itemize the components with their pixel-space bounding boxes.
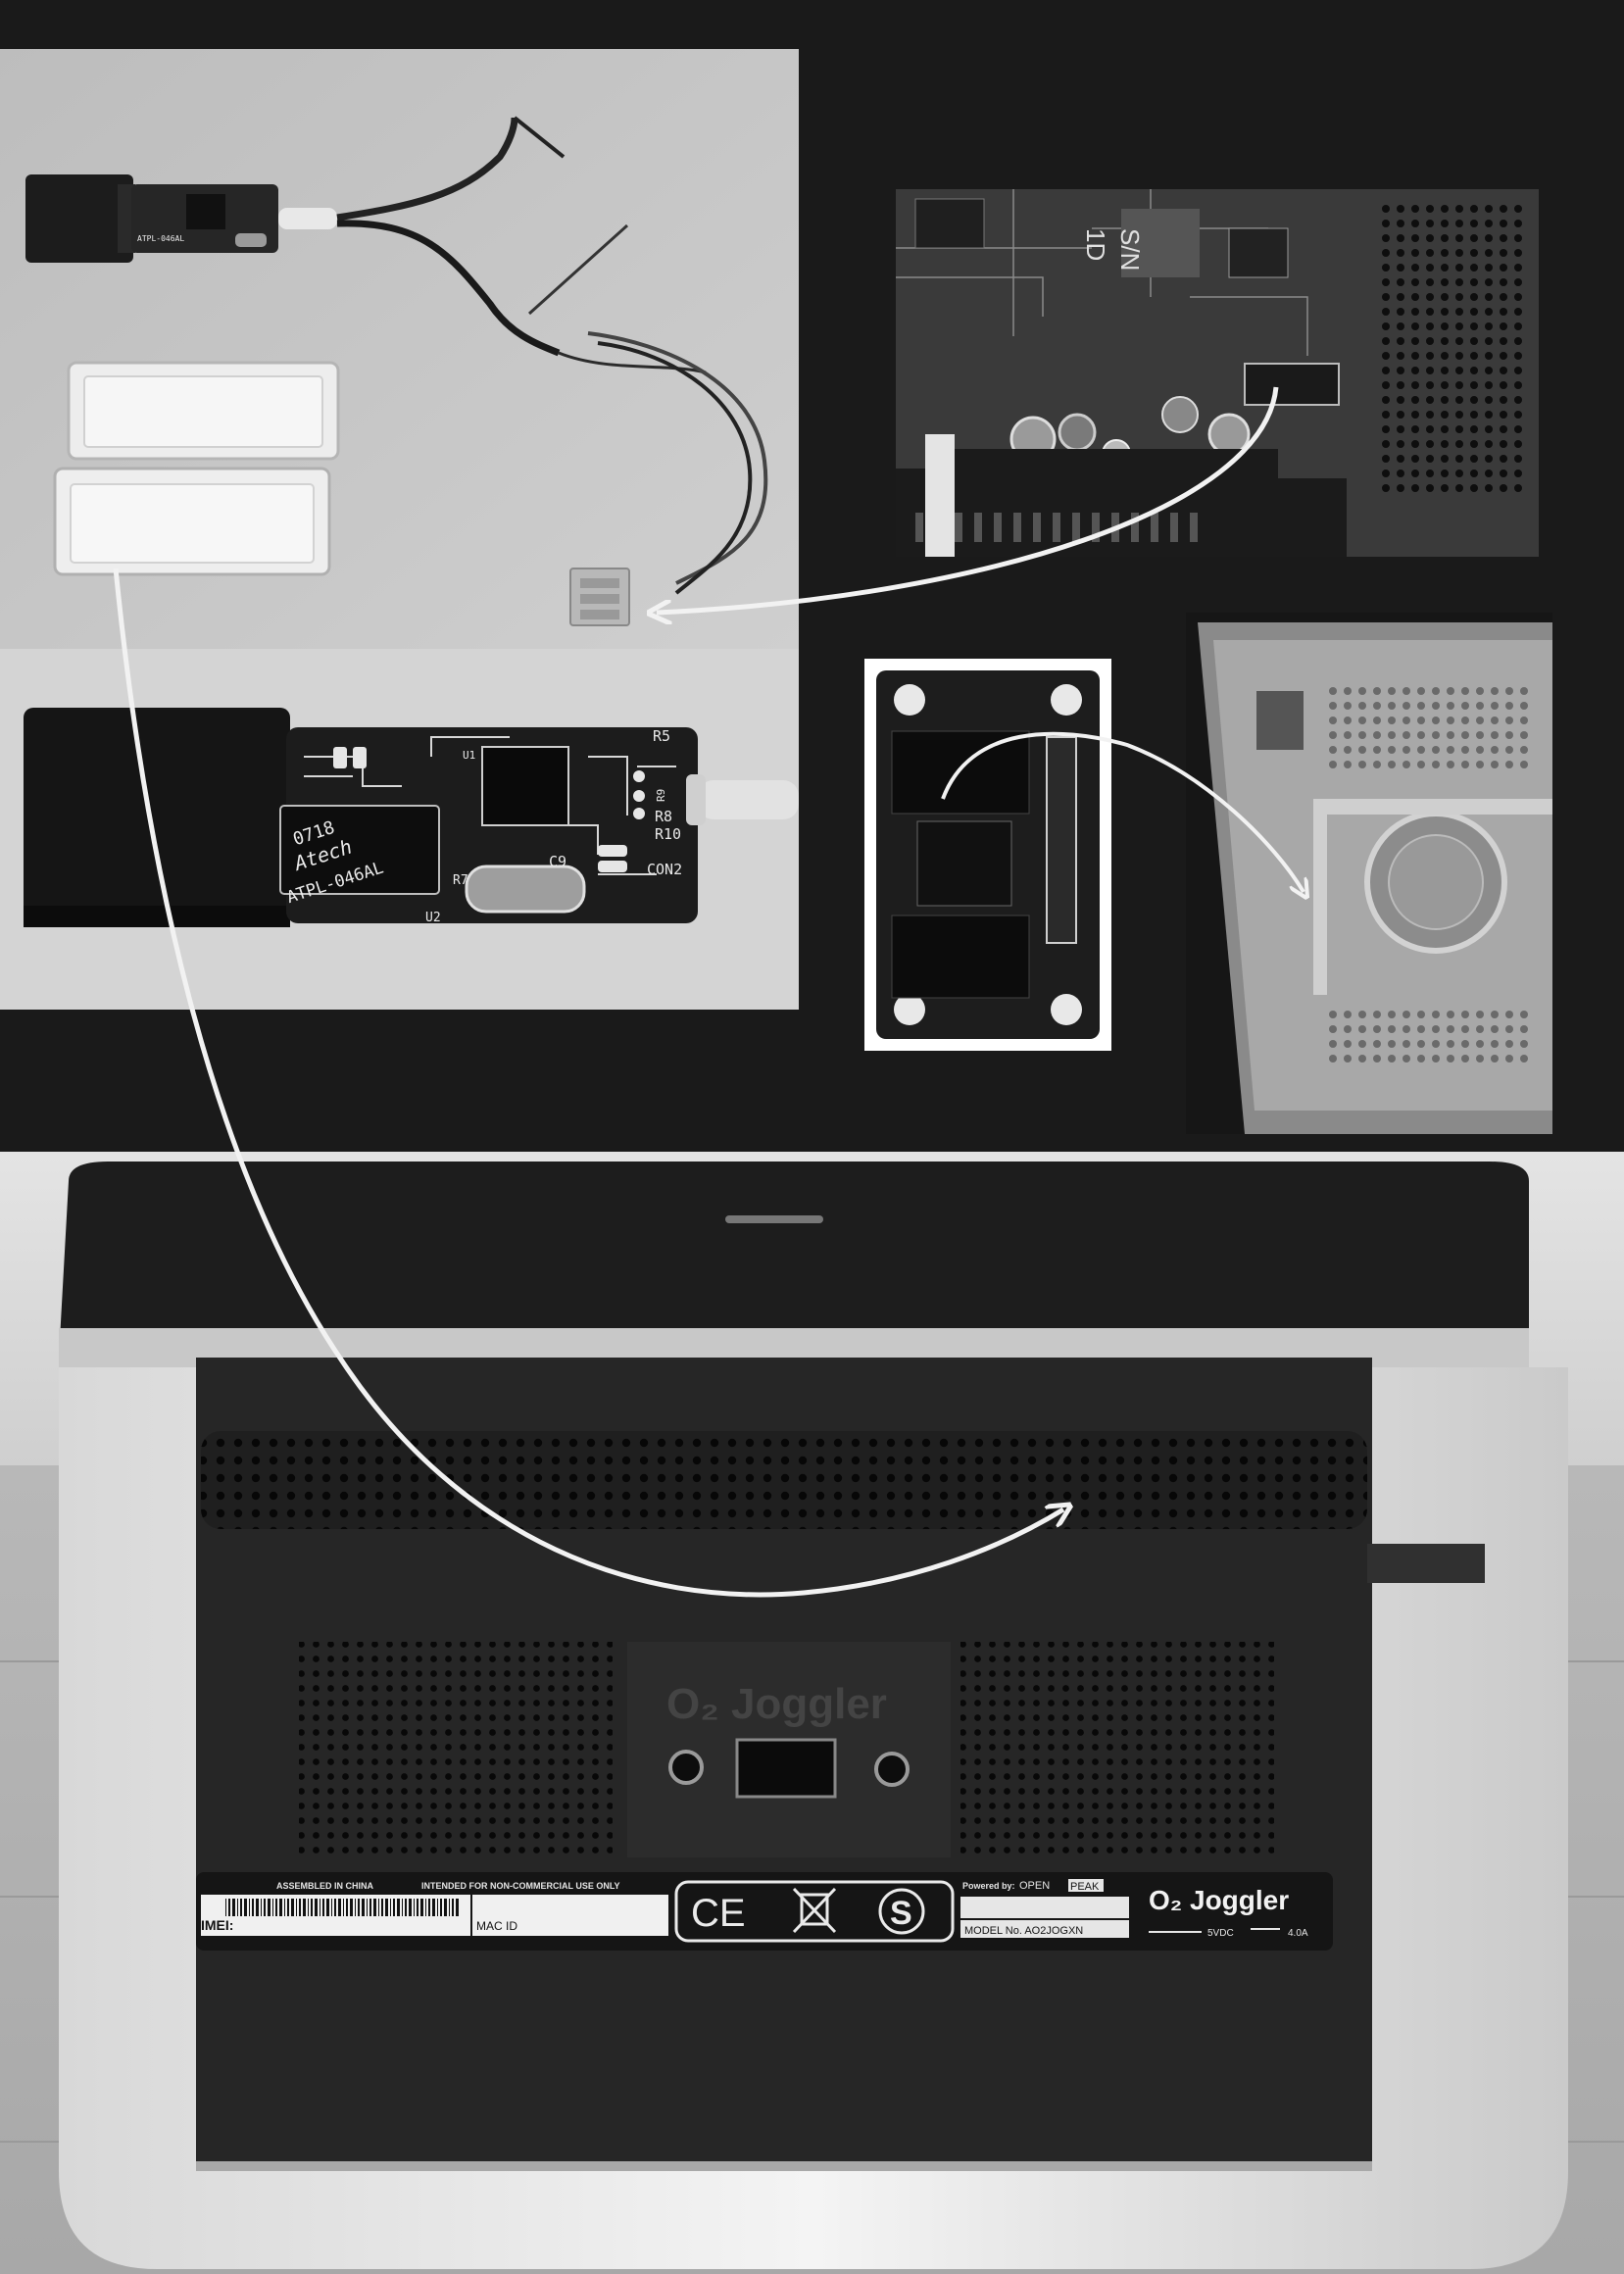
label-r8: R8 bbox=[655, 808, 672, 825]
right-speaker-grille bbox=[960, 1642, 1274, 1857]
mainboard-illustration: 1D S/N bbox=[896, 189, 1539, 557]
ethernet-icon[interactable] bbox=[735, 1738, 837, 1799]
left-speaker-grille bbox=[299, 1642, 613, 1857]
openpeak-peak: PEAK bbox=[1070, 1881, 1100, 1893]
label-r10: R10 bbox=[655, 825, 681, 843]
brand-logo-embossed: O₂ Joggler bbox=[666, 1680, 887, 1728]
chip-label-small: ATPL-046AL bbox=[137, 234, 184, 243]
imei-label: IMEI: bbox=[201, 1917, 233, 1933]
brand-logo-sticker: O₂ Joggler bbox=[1149, 1885, 1289, 1915]
mac-label: MAC ID bbox=[476, 1919, 517, 1933]
label-u2: U2 bbox=[425, 911, 441, 925]
sticker-intended: INTENDED FOR NON-COMMERCIAL USE ONLY bbox=[421, 1881, 620, 1891]
case-grille bbox=[1329, 687, 1528, 1063]
silk-1d: 1D bbox=[1081, 228, 1110, 261]
mac-barcode bbox=[472, 1895, 668, 1936]
photo-joggler-device: O₂ Joggler ASSEMBLED IN CHINA INTENDED F… bbox=[0, 1152, 1624, 2274]
crystal bbox=[465, 865, 586, 914]
usb-plug-closeup bbox=[24, 708, 290, 925]
memory-chip-bottom bbox=[891, 915, 1030, 999]
label-r9: R9 bbox=[655, 789, 667, 802]
ce-mark: CE bbox=[691, 1892, 746, 1935]
label-c9: C9 bbox=[549, 853, 566, 870]
cable-case-illustration: ATPL-046AL bbox=[0, 49, 799, 649]
joggler-illustration: O₂ Joggler ASSEMBLED IN CHINA INTENDED F… bbox=[0, 1152, 1624, 2274]
audio-icon[interactable] bbox=[874, 1752, 910, 1787]
label-u1: U1 bbox=[463, 749, 475, 762]
label-r5: R5 bbox=[653, 727, 670, 745]
label-con2: CON2 bbox=[647, 861, 682, 878]
openpeak-open: OPEN bbox=[1019, 1880, 1050, 1892]
serial-wires bbox=[336, 117, 518, 222]
silk-sn: S/N bbox=[1115, 228, 1145, 271]
photo-mainboard-header: 1D S/N bbox=[896, 189, 1539, 557]
power-rating: 5VDC bbox=[1207, 1928, 1234, 1939]
grille-holes bbox=[1382, 205, 1522, 492]
usb-plug bbox=[25, 174, 133, 263]
photo-serial-cable-and-case: ATPL-046AL bbox=[0, 49, 799, 649]
photo-compute-module bbox=[864, 659, 1111, 1051]
model-number: MODEL No. AO2JOGXN bbox=[964, 1925, 1083, 1937]
sticker-assembled: ASSEMBLED IN CHINA bbox=[276, 1881, 374, 1891]
usb-serial-ic bbox=[481, 746, 569, 826]
top-speaker-grille bbox=[201, 1431, 1367, 1529]
current-rating: 4.0A bbox=[1288, 1928, 1308, 1939]
powered-by: Powered by: bbox=[962, 1881, 1015, 1891]
memory-chip-top bbox=[891, 730, 1030, 815]
case-interior-illustration bbox=[1186, 613, 1552, 1134]
serial-header bbox=[1244, 363, 1340, 406]
photo-case-interior bbox=[1186, 613, 1552, 1134]
dc-power-icon[interactable] bbox=[668, 1750, 704, 1785]
adapter-closeup-illustration: 0718 Atech ATPL-046AL R5 R9 R8 R10 C9 CO… bbox=[0, 649, 799, 1010]
s-mark: S bbox=[890, 1895, 912, 1932]
s-mark-icon bbox=[878, 1888, 925, 1935]
soc-chip bbox=[916, 820, 1012, 907]
label-r7: R7 bbox=[453, 873, 468, 888]
weee-icon bbox=[792, 1887, 837, 1934]
fpc-connector bbox=[1046, 736, 1077, 944]
compute-module-illustration bbox=[864, 659, 1111, 1051]
photo-adapter-closeup: 0718 Atech ATPL-046AL R5 R9 R8 R10 C9 CO… bbox=[0, 649, 799, 1010]
